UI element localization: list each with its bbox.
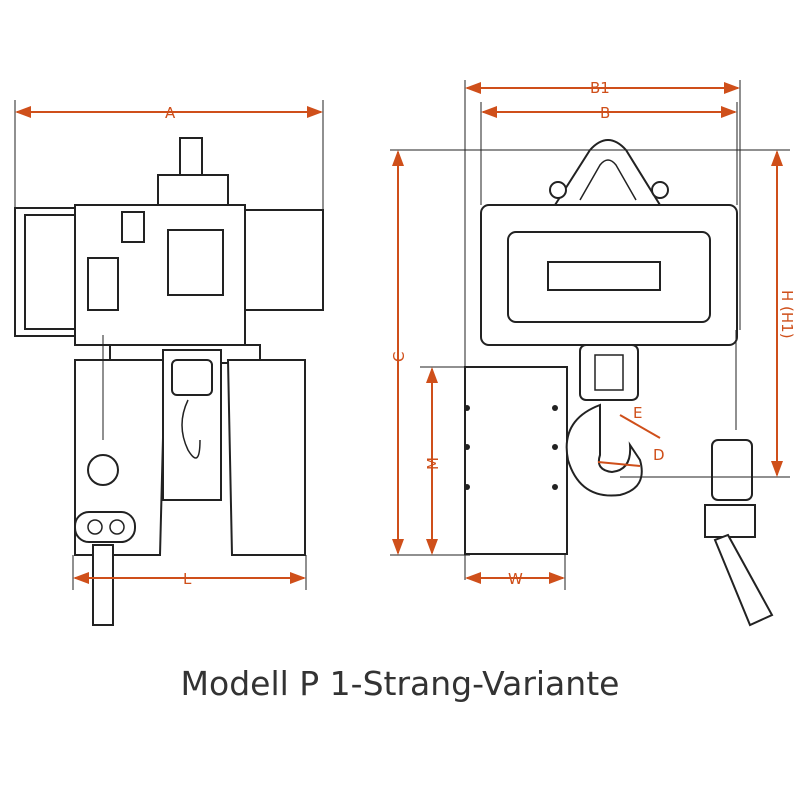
dim-label-l: L — [183, 570, 192, 588]
dimension-lines — [14, 80, 790, 590]
dim-label-d: D — [653, 446, 665, 464]
side-view-hoist — [14, 137, 324, 626]
diagram-caption: Modell P 1-Strang-Variante — [180, 664, 620, 703]
dim-label-b1: B1 — [590, 79, 610, 97]
dim-label-c: C — [390, 352, 408, 362]
dim-label-e: E — [633, 404, 642, 422]
dim-label-b: B — [600, 104, 610, 122]
dim-label-w: W — [508, 570, 523, 588]
front-view-hoist — [464, 139, 774, 627]
dim-label-h: H (H1) — [778, 290, 796, 339]
dim-label-a: A — [165, 104, 176, 122]
dim-label-m: M — [424, 457, 442, 470]
